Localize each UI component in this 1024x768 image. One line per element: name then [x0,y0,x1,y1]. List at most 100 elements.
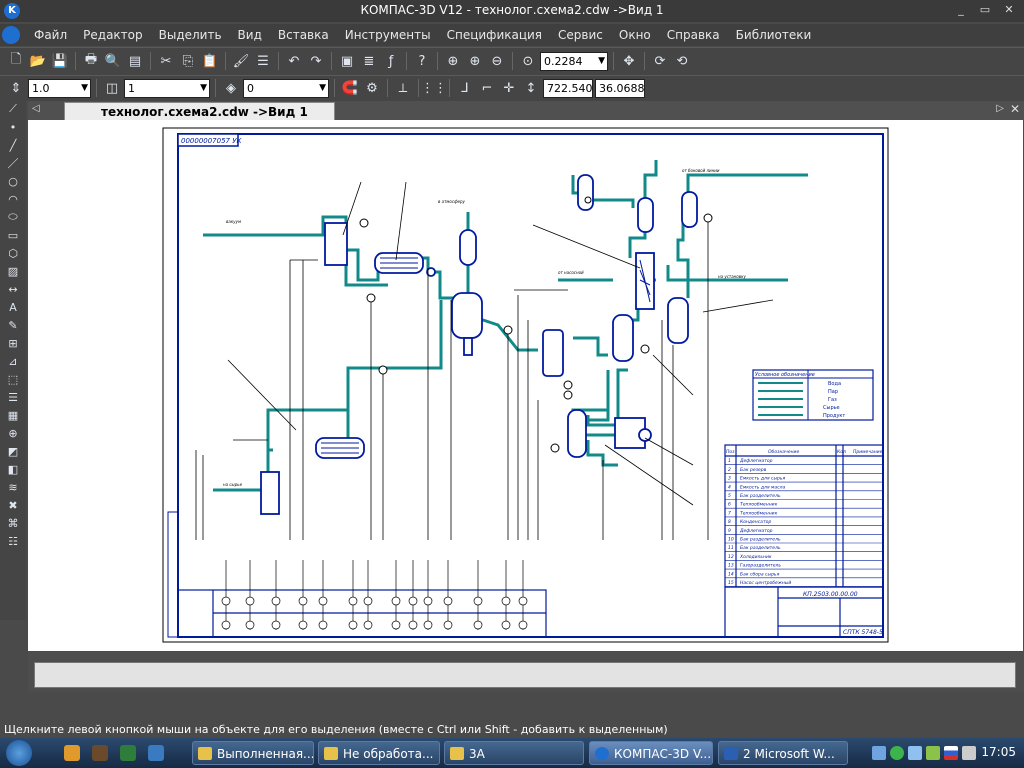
menu-service[interactable]: Сервис [558,28,603,42]
insert-icon[interactable]: ⊕ [8,426,18,440]
menu-select[interactable]: Выделить [158,28,222,42]
format-painter-icon[interactable]: 🖌 [232,53,250,69]
tab-left-arrow-icon[interactable]: ◁ [32,103,40,114]
zoom-window-icon[interactable]: ⊕ [447,53,459,69]
close-button[interactable]: ✕ [1004,3,1014,16]
drawing-canvas[interactable]: 00000007057 УК [28,120,1023,651]
window-title: КОМПАС-3D V12 - технолог.схема2.cdw ->Ви… [360,3,664,17]
hatch-icon[interactable]: ▨ [7,264,19,278]
task-folder-1[interactable]: Выполненная... [192,741,314,765]
display-icon[interactable] [908,746,922,760]
language-flag-icon[interactable] [944,746,958,760]
grid-icon[interactable]: ⋮⋮ [421,80,447,96]
menu-specification[interactable]: Спецификация [446,28,543,42]
menu-file[interactable]: Файл [34,28,68,42]
print-preview-icon[interactable]: 🔍 [104,53,122,69]
ortho-icon[interactable]: ⟂ [398,80,408,96]
fragment-icon[interactable]: ◩ [7,444,19,458]
spec-icon[interactable]: ☰ [8,390,18,404]
save-icon[interactable]: 💾 [51,53,69,69]
tab-right-arrow-icon[interactable]: ▷ [996,103,1004,114]
library-icon[interactable]: ☷ [8,534,18,548]
undo-icon[interactable]: ↶ [288,53,300,69]
redo-icon[interactable]: ↷ [310,53,322,69]
menu-tools[interactable]: Инструменты [344,28,431,42]
delete-icon[interactable]: ✖ [8,498,18,512]
start-button[interactable] [6,740,32,766]
properties-icon[interactable]: ☰ [257,53,269,69]
new-document-icon[interactable]: 🗋 [10,52,22,67]
auxiliary-line-icon[interactable]: ╱ [9,138,17,152]
edit-icon[interactable]: ✎ [8,318,18,332]
view-icon[interactable]: ◧ [7,462,19,476]
print-icon[interactable]: 🖶 [84,52,98,67]
parametrize-icon[interactable]: ⊞ [8,336,18,350]
task-folder-3[interactable]: 3А [444,741,584,765]
media-player-icon[interactable] [64,745,80,761]
task-word[interactable]: 2 Microsoft W... [718,741,848,765]
menu-insert[interactable]: Вставка [277,28,329,42]
svg-text:Обозначение: Обозначение [768,449,799,455]
help-pointer-icon[interactable]: ? [418,53,426,69]
reports-icon[interactable]: ▦ [7,408,19,422]
refresh-icon[interactable]: ⟳ [654,53,666,69]
layers-icon[interactable]: ≣ [363,53,375,69]
local-cs-icon[interactable]: ⅃ [461,80,469,96]
snap-icon[interactable]: 🧲 [341,80,359,96]
coord-y-field[interactable]: 36.0688 [595,78,645,98]
task-folder-2[interactable]: Не обработа... [318,741,440,765]
round-icon[interactable]: ⌐ [481,80,493,96]
maximize-button[interactable]: ▭ [979,3,991,16]
snap-settings-icon[interactable]: ⚙ [366,80,378,96]
macro-icon[interactable]: ⌘ [7,516,19,530]
point-icon[interactable]: • [9,120,17,134]
ellipse-icon[interactable]: ⬭ [8,210,18,223]
page-setup-icon[interactable]: ▤ [128,53,142,69]
menu-window[interactable]: Окно [618,28,651,42]
dimension-icon[interactable]: ↔ [8,282,18,296]
regen-icon[interactable]: ⟲ [676,53,688,69]
rectangle-icon[interactable]: ▭ [7,228,19,242]
polygon-icon[interactable]: ⬡ [8,246,18,260]
cursor-pos-icon[interactable]: ✛ [503,80,515,96]
menu-edit[interactable]: Редактор [83,28,143,42]
document-icon[interactable] [2,26,20,44]
film-icon[interactable] [92,745,108,761]
zoom-in-icon[interactable]: ⊕ [469,53,481,69]
arc-icon[interactable]: ◠ [8,192,18,206]
zoom-field[interactable]: 0.2284 ▼ [540,51,608,71]
paste-icon[interactable]: 📋 [201,53,219,69]
variables-icon[interactable]: ƒ [388,53,394,69]
folder-quick-icon[interactable] [148,745,164,761]
scale-field[interactable]: 1.0 ▼ [28,78,91,98]
cut-icon[interactable]: ✂ [160,53,172,69]
network-status-icon[interactable] [926,746,940,760]
task-kompas[interactable]: КОМПАС-3D V... [589,741,713,765]
geometry-icon[interactable]: ⟋ [9,102,17,115]
menu-help[interactable]: Справка [666,28,720,42]
volume-icon[interactable] [962,746,976,760]
manager-icon[interactable]: ▣ [340,53,354,69]
clapper-icon[interactable] [120,745,136,761]
select-icon[interactable]: ⬚ [7,372,19,386]
open-icon[interactable]: 📂 [29,53,47,69]
circle-icon[interactable]: ○ [8,174,18,188]
coord-x-field[interactable]: 722.540 [543,78,593,98]
pan-icon[interactable]: ✥ [623,53,635,69]
copy-icon[interactable]: ⎘ [182,53,194,69]
zoom-out-icon[interactable]: ⊖ [491,53,503,69]
minimize-button[interactable]: _ [958,3,964,16]
status-icon[interactable] [890,746,904,760]
layer-field[interactable]: 1 ▼ [124,78,210,98]
style-field[interactable]: 0 ▼ [243,78,329,98]
menu-view[interactable]: Вид [237,28,262,42]
network-icon[interactable] [872,746,886,760]
menu-libraries[interactable]: Библиотеки [735,28,812,42]
layer-manager-icon[interactable]: ≋ [8,480,18,494]
measure-icon[interactable]: ⊿ [8,354,18,368]
tab-close-icon[interactable]: ✕ [1009,102,1020,116]
segment-icon[interactable]: ／ [7,157,19,170]
tab-document[interactable]: технолог.схема2.cdw ->Вид 1 [64,102,335,121]
zoom-scale-icon[interactable]: ⊙ [522,53,534,69]
designation-icon[interactable]: A [9,300,17,314]
